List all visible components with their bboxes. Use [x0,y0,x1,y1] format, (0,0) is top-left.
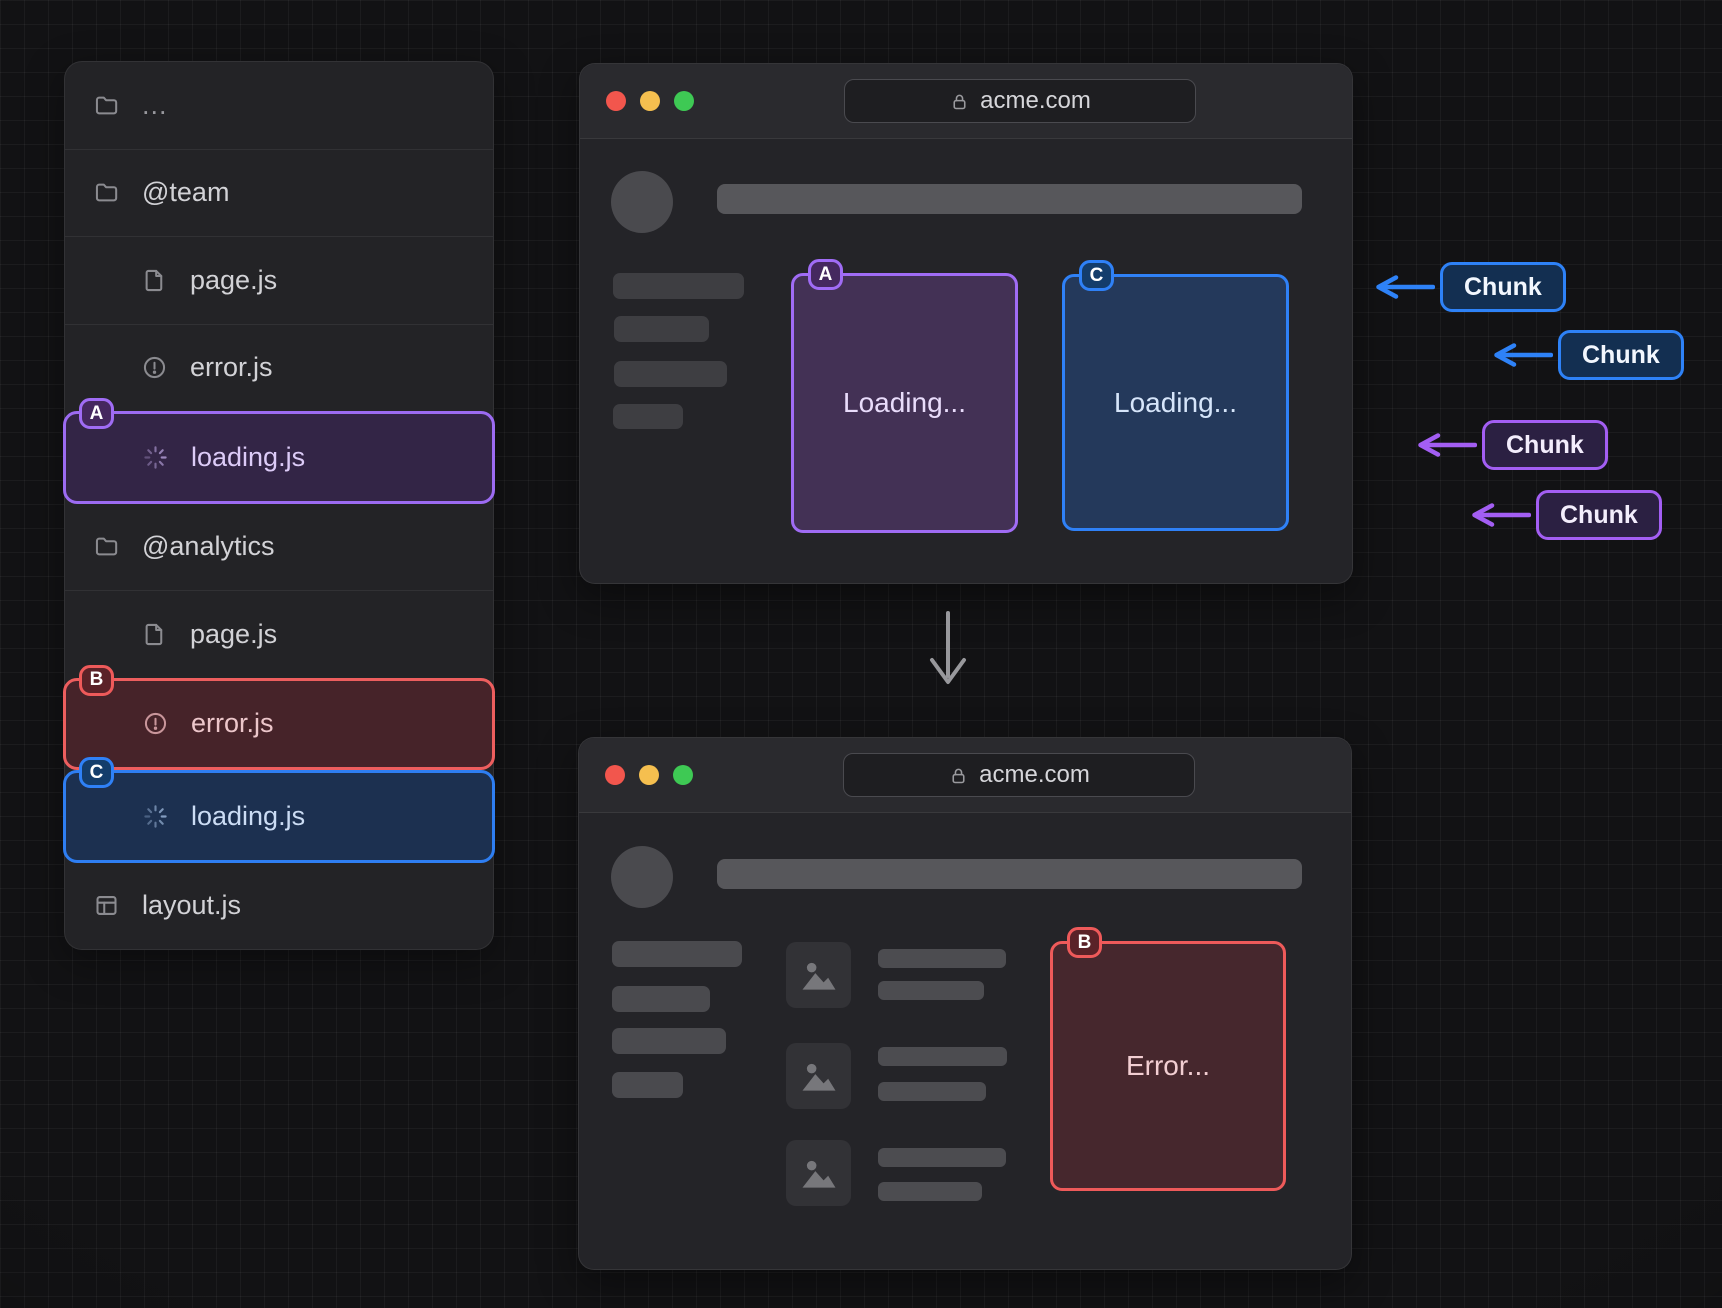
left-arrow-icon [1413,432,1477,458]
folder-icon [93,179,120,206]
tree-item-label: error.js [190,352,273,383]
header-skeleton-bar [717,184,1302,214]
tree-badge-c: C [79,757,114,788]
image-placeholder [786,1043,851,1109]
text-skeleton [878,981,984,1000]
lock-icon [949,91,970,112]
zoom-window-button[interactable] [674,91,694,111]
text-skeleton [614,361,727,387]
chunk-pill: Chunk [1482,420,1608,470]
tree-badge-a: A [79,398,114,429]
browser-window-error: acme.com B Error... [578,737,1352,1270]
text-skeleton [878,1148,1006,1167]
file-icon [141,621,168,648]
loading-card-c: C Loading... [1062,260,1289,531]
spinner-icon [142,803,169,830]
tree-item-label: @analytics [142,531,275,562]
error-card-b-label: Error... [1125,1050,1210,1081]
browser-titlebar: acme.com [579,738,1351,813]
chunk-pill: Chunk [1440,262,1566,312]
tree-item-label: @team [142,177,230,208]
text-skeleton [878,1182,982,1201]
traffic-lights [606,91,694,111]
text-skeleton [613,273,744,299]
chunk-annotation-2: Chunk [1489,330,1684,380]
text-skeleton [878,949,1006,968]
chunk-pill: Chunk [1558,330,1684,380]
browser-window-loading: acme.com A Loading... C Loading... [579,63,1353,584]
loading-card-c-label: Loading... [1114,386,1237,418]
card-badge-a: A [808,259,843,290]
tree-item-error-js[interactable]: error.js [65,323,493,412]
left-arrow-icon [1371,274,1435,300]
tree-item-label: layout.js [142,890,242,921]
text-skeleton [612,1028,726,1054]
url-text: acme.com [979,761,1090,788]
left-arrow-icon [1467,502,1531,528]
tree-item-page-js[interactable]: page.js [65,236,493,324]
tree-item-label: page.js [190,264,278,295]
tree-item-page-js[interactable]: page.js [65,590,493,678]
layout-icon [93,892,120,919]
loading-card-a-label: Loading... [843,387,966,418]
image-placeholder [786,1140,851,1206]
chunk-annotation-3: Chunk [1413,420,1608,470]
chunk-annotation-4: Chunk [1467,490,1662,540]
tree-item-ellipsis[interactable]: ... [65,62,493,149]
error-card-b: B Error... [1050,927,1286,1191]
avatar [611,171,673,233]
spinner-icon [142,444,169,471]
tree-item--team[interactable]: @team [65,148,493,237]
card-badge-b: B [1067,927,1102,958]
tree-item--analytics[interactable]: @analytics [65,504,493,591]
chunk-annotation-1: Chunk [1371,262,1566,312]
chunk-pill: Chunk [1536,490,1662,540]
tree-item-label: loading.js [191,441,306,472]
lock-icon [948,765,969,786]
alert-icon [142,710,169,737]
text-skeleton [613,404,683,429]
folder-icon [93,92,120,119]
file-icon [141,267,168,294]
url-bar[interactable]: acme.com [843,753,1195,797]
image-placeholder [786,942,851,1008]
flow-down-arrow-icon [925,610,971,697]
minimize-window-button[interactable] [640,91,660,111]
tree-item-layout-js[interactable]: layout.js [65,863,493,950]
close-window-button[interactable] [605,765,625,785]
text-skeleton [878,1082,986,1101]
loading-card-a: A Loading... [791,259,1018,533]
tree-item-label: page.js [190,618,278,649]
tree-item-label: loading.js [191,800,306,831]
tree-item-label: ... [142,89,168,120]
tree-badge-b: B [79,664,114,696]
text-skeleton [612,986,710,1012]
text-skeleton [614,316,709,342]
avatar [611,846,673,908]
traffic-lights [605,765,693,785]
header-skeleton-bar [717,859,1302,889]
minimize-window-button[interactable] [639,765,659,785]
folder-icon [93,533,120,560]
alert-icon [141,354,168,381]
zoom-window-button[interactable] [673,765,693,785]
close-window-button[interactable] [606,91,626,111]
text-skeleton [612,941,742,967]
browser-titlebar: acme.com [580,64,1352,139]
url-text: acme.com [980,87,1091,114]
text-skeleton [612,1072,683,1098]
card-badge-c: C [1079,260,1114,291]
left-arrow-icon [1489,342,1553,368]
text-skeleton [878,1047,1007,1066]
url-bar[interactable]: acme.com [844,79,1196,123]
tree-item-label: error.js [191,708,274,739]
